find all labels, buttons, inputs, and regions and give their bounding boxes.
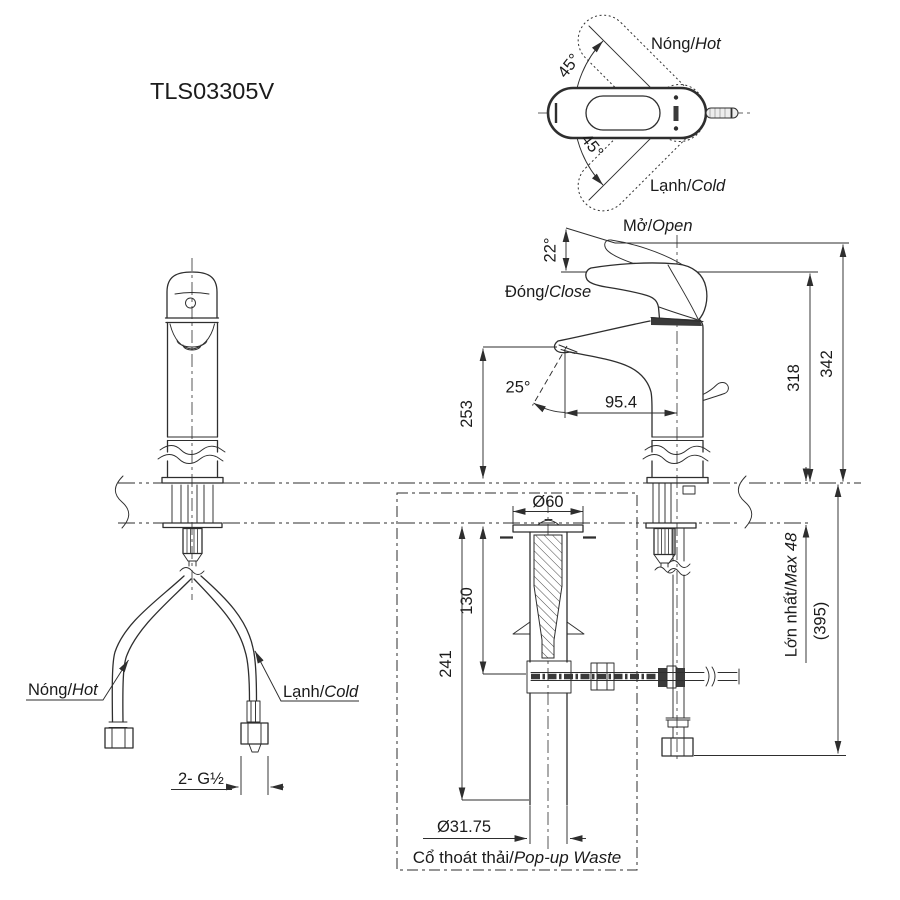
spout-dome-front [169, 323, 215, 350]
dim-thread: 2- G½ [178, 770, 224, 788]
front-body [157, 321, 226, 484]
popup-waste-assembly: Ø60 130 241 Ø31.75 Cổ thoát thải/Pop-up … [396, 492, 740, 871]
counter-break-left [114, 475, 130, 529]
dim-flange-dia: Ø60 [532, 493, 563, 511]
side-view-dimensions: 22° Mở/Open Đóng/Close 253 95.4 25° 318 … [458, 217, 847, 482]
waste-flange [500, 519, 596, 539]
rod-clamp [658, 665, 685, 689]
label-close: Đóng/Close [505, 283, 591, 301]
rod-break [705, 666, 716, 687]
label-hot-top: Nóng/Hot [651, 35, 722, 53]
supply-hoses [104, 575, 269, 753]
dim-rod-depth: 130 [458, 587, 476, 615]
shank-tubes [652, 482, 672, 524]
label-open: Mở/Open [623, 217, 693, 235]
washer-plate [645, 522, 697, 529]
supply-hex-nut [661, 737, 694, 757]
rod-nut [590, 662, 615, 691]
label-cold-top: Lạnh/Cold [650, 177, 726, 195]
supply-tube [661, 527, 694, 757]
label-cold-front: Lạnh/Cold [283, 683, 359, 701]
dim-total-depth: 241 [437, 650, 455, 678]
faucet-body-side [553, 317, 729, 484]
body-break-upper [644, 445, 711, 455]
lock-nut [653, 527, 676, 574]
pivot-mark [673, 106, 679, 121]
dim-spout-height: 253 [458, 400, 476, 428]
dim-spout-angle: 25° [506, 379, 531, 397]
product-code: TLS03305V [150, 78, 274, 104]
popup-lever [702, 382, 729, 401]
spout-angle-arc [533, 402, 566, 413]
label-hot-front: Nóng/Hot [28, 681, 99, 699]
waste-tailpipe [529, 692, 568, 806]
countertop-section [114, 475, 861, 529]
hot-hose-nut [104, 727, 134, 749]
handle-base-shade [651, 317, 702, 326]
handle-closed-position [585, 262, 708, 322]
waste-dimensions: Ø60 130 241 Ø31.75 Cổ thoát thải/Pop-up … [413, 493, 622, 867]
aerator-front [176, 339, 208, 351]
spout-stub [705, 107, 739, 119]
waste-plug-hatched [533, 534, 563, 659]
thread-ext-lines [240, 756, 269, 795]
waste-caption: Cổ thoát thải/Pop-up Waste [413, 848, 622, 867]
dim-swing-upper: 45° [554, 51, 584, 82]
cold-leader [254, 650, 359, 702]
dim-height-open: 342 [818, 350, 836, 378]
popup-rod [530, 662, 740, 691]
body-break-lower [642, 454, 709, 464]
open-angle-leg [565, 227, 616, 244]
body-skirt-lines [651, 436, 704, 441]
waste-lugs [512, 621, 585, 635]
front-below-counter [162, 484, 223, 575]
dim-max-counter: Lớn nhất/Max 48 [783, 532, 801, 657]
spout-angle-leg [532, 345, 568, 406]
hot-leader [26, 659, 129, 701]
top-view-handle-swing: 45° 45° Nóng/Hot Lạnh/Cold [538, 14, 752, 212]
front-head [164, 271, 220, 351]
hot-hose-collar [108, 721, 128, 728]
front-view-labels: Nóng/Hot Lạnh/Cold 2- G½ [26, 650, 359, 795]
waste-boundary-box [396, 492, 638, 871]
waste-body [512, 531, 585, 806]
dim-pipe-dia: Ø31.75 [437, 818, 491, 836]
front-view-faucet: Nóng/Hot Lạnh/Cold 2- G½ [26, 258, 359, 795]
pivot-dot-upper [673, 95, 679, 100]
handle-rotated-hot-outline [577, 83, 706, 212]
dim-below-counter-length: (395) [812, 602, 830, 641]
handle-screw-front [185, 297, 196, 309]
counter-break-right [737, 475, 753, 529]
dim-height-closed: 318 [785, 364, 803, 392]
cold-hose-connector [240, 700, 269, 753]
ext-pipe-dia [529, 806, 568, 844]
shank-tab [682, 485, 696, 495]
mounting-assembly: Lớn nhất/Max 48 (395) [645, 467, 846, 757]
dim-spout-reach: 95.4 [605, 394, 637, 412]
base-flange-side [646, 476, 709, 484]
pivot-dot-lower [673, 126, 679, 131]
handle-top-inner [585, 95, 661, 131]
dim-open-angle: 22° [542, 238, 560, 263]
